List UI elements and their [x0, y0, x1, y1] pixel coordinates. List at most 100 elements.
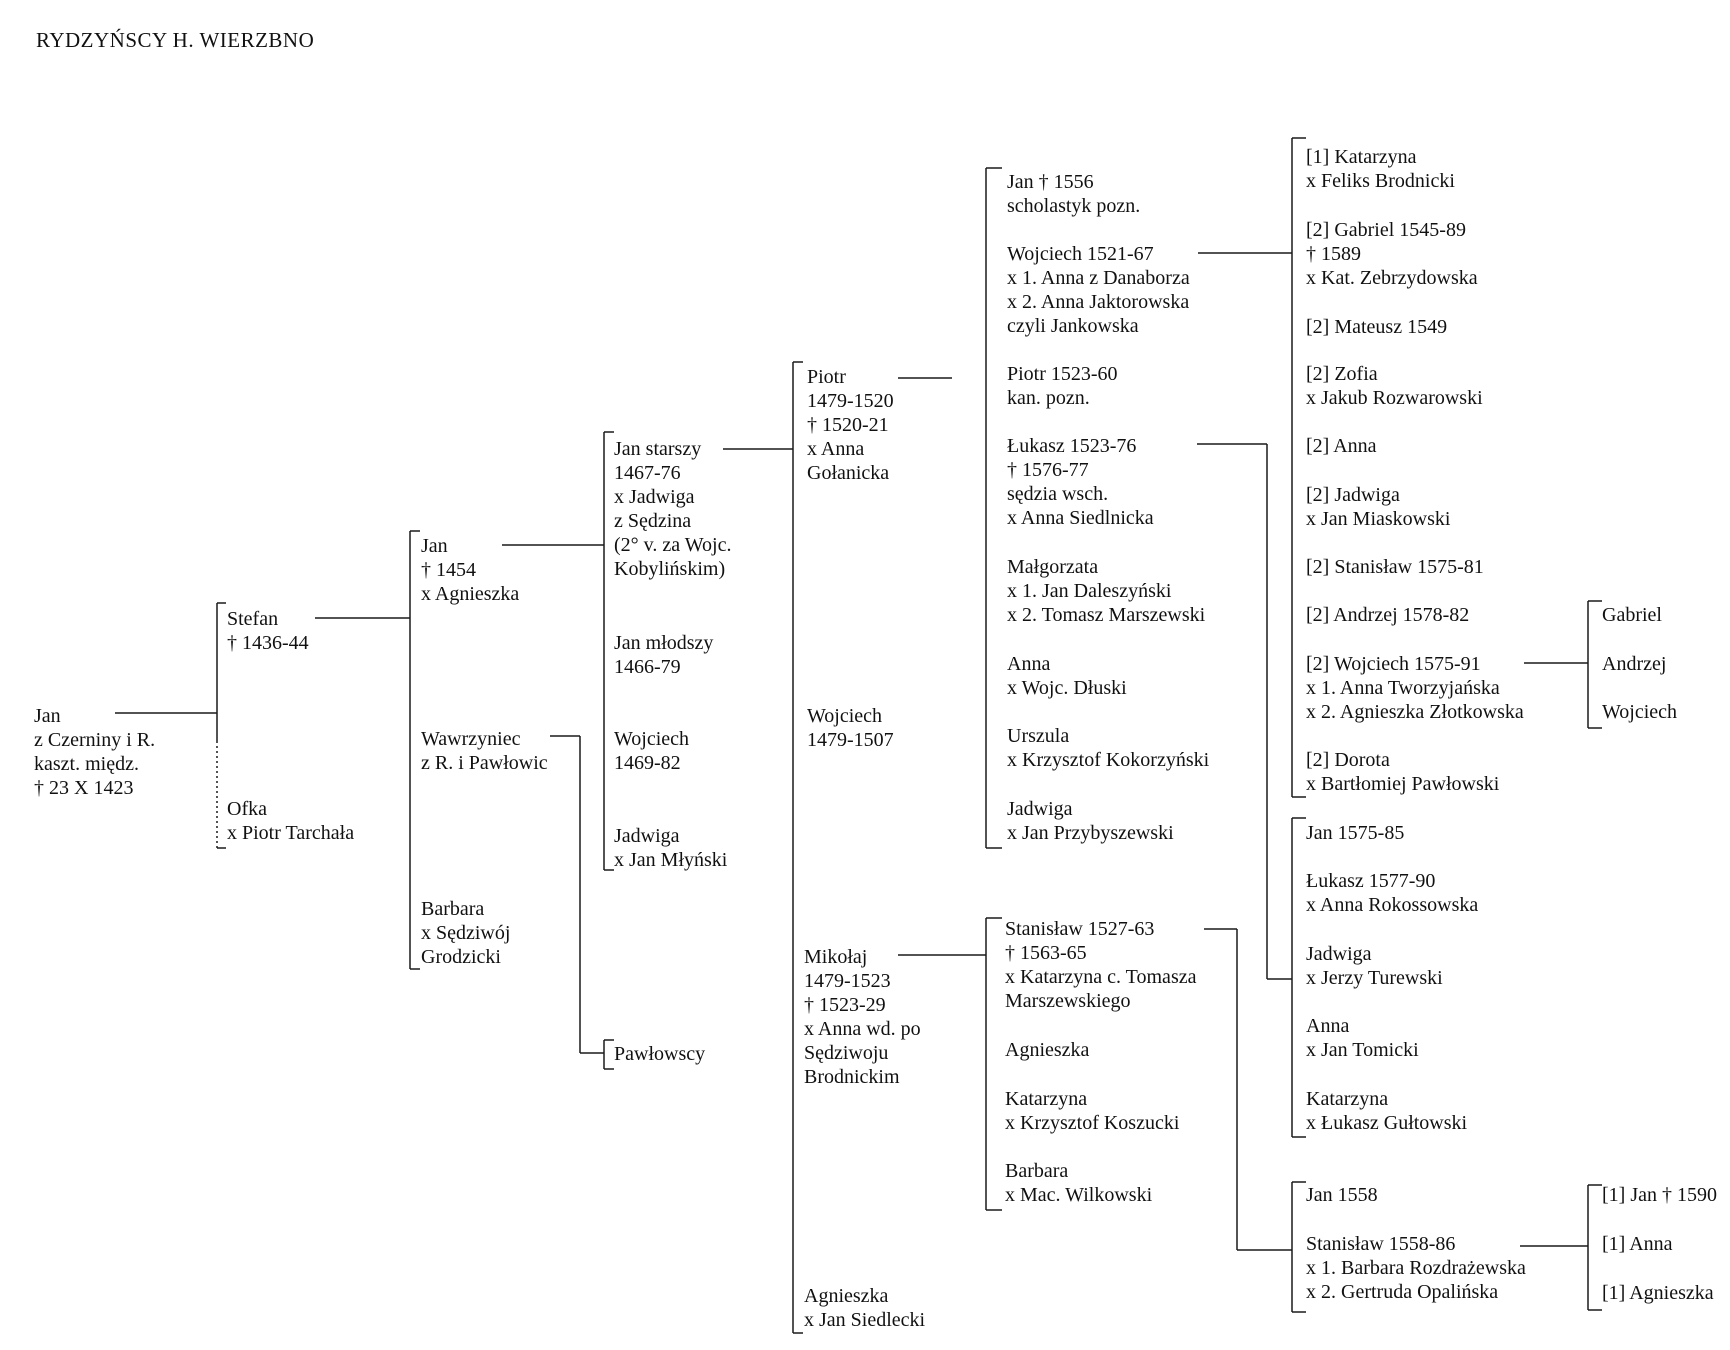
person-line: † 1436-44 — [227, 632, 309, 654]
person-line: 1469-82 — [614, 752, 681, 774]
person-line: z R. i Pawłowic — [421, 752, 548, 774]
person-agnieszka-m: Agnieszka — [1005, 1038, 1089, 1062]
person-line: z Sędzina — [614, 510, 692, 532]
person-line: [2] Jadwiga — [1306, 484, 1400, 506]
person-jan-mlodszy: Jan młodszy 1466-79 — [614, 631, 713, 679]
person-line: † 1523-29 — [804, 994, 886, 1016]
person-line: x Jerzy Turewski — [1306, 967, 1443, 989]
person-s-jan: Jan 1558 — [1306, 1183, 1378, 1207]
person-g-zofia: [2] Zofia x Jakub Rozwarowski — [1306, 362, 1483, 410]
person-line: 1466-79 — [614, 656, 681, 678]
person-agnieszka-siedlecki: Agnieszka x Jan Siedlecki — [804, 1284, 925, 1332]
person-line: Pawłowscy — [614, 1043, 706, 1065]
person-st-jan: [1] Jan † 1590 — [1602, 1183, 1717, 1207]
person-g-stanislaw: [2] Stanisław 1575-81 — [1306, 555, 1484, 579]
person-line: Anna — [1007, 653, 1051, 675]
person-line: [2] Wojciech 1575-91 — [1306, 653, 1481, 675]
person-line: Jan 1575-85 — [1306, 822, 1405, 844]
person-wojciech-1521: Wojciech 1521-67 x 1. Anna z Danaborza x… — [1007, 242, 1190, 338]
person-anna-dluski: Anna x Wojc. Dłuski — [1007, 652, 1127, 700]
person-line: x Agnieszka — [421, 583, 520, 605]
person-line: Stanisław 1558-86 — [1306, 1233, 1456, 1255]
person-jan-1454: Jan † 1454 x Agnieszka — [421, 534, 519, 606]
person-line: † 1520-21 — [807, 414, 889, 436]
person-line: Wojciech 1521-67 — [1007, 243, 1154, 265]
person-line: Gołanicka — [807, 462, 890, 484]
person-line: x Jadwiga — [614, 486, 695, 508]
person-line: x Jan Siedlecki — [804, 1309, 926, 1331]
person-line: † 1589 — [1306, 243, 1361, 265]
person-line: Wawrzyniec — [421, 728, 521, 750]
person-st-agnieszka: [1] Agnieszka — [1602, 1281, 1714, 1305]
person-line: x Krzysztof Kokorzyński — [1007, 749, 1210, 771]
person-jadwiga-przybyszewski: Jadwiga x Jan Przybyszewski — [1007, 797, 1174, 845]
person-w-gabriel: Gabriel — [1602, 603, 1662, 627]
person-line: kaszt. międz. — [34, 753, 139, 775]
page-title: RYDZYŃSCY H. WIERZBNO — [36, 28, 315, 52]
person-line: x Jakub Rozwarowski — [1306, 387, 1483, 409]
person-line: [1] Jan † 1590 — [1602, 1184, 1717, 1206]
person-jadwiga-mlynski: Jadwiga x Jan Młyński — [614, 824, 727, 872]
person-line: Wojciech — [614, 728, 690, 750]
person-line: Urszula — [1007, 725, 1070, 747]
person-line: Małgorzata — [1007, 556, 1099, 578]
person-line: Ofka — [227, 798, 267, 820]
person-line: [2] Dorota — [1306, 749, 1390, 771]
person-line: Katarzyna — [1306, 1088, 1389, 1110]
person-line: Wojciech — [807, 705, 883, 727]
person-line: Brodnickim — [804, 1066, 900, 1088]
person-l-anna: Anna x Jan Tomicki — [1306, 1014, 1419, 1062]
person-wojciech-1469: Wojciech 1469-82 — [614, 727, 689, 775]
person-w-andrzej: Andrzej — [1602, 652, 1666, 676]
person-line: scholastyk pozn. — [1007, 195, 1141, 217]
person-line: x Anna Siedlnicka — [1007, 507, 1154, 529]
person-line: x Feliks Brodnicki — [1306, 170, 1455, 192]
person-l-katarzyna: Katarzyna x Łukasz Gułtowski — [1306, 1087, 1467, 1135]
person-piotr-1523: Piotr 1523-60 kan. pozn. — [1007, 362, 1118, 410]
person-l-jan: Jan 1575-85 — [1306, 821, 1404, 845]
person-line: x 2. Tomasz Marszewski — [1007, 604, 1206, 626]
person-barbara: Barbara x Sędziwój Grodzicki — [421, 897, 510, 969]
person-g-katarzyna: [1] Katarzyna x Feliks Brodnicki — [1306, 145, 1455, 193]
person-jan-1556: Jan † 1556 scholastyk pozn. — [1007, 170, 1140, 218]
person-line: † 1563-65 — [1005, 942, 1087, 964]
person-line: [2] Stanisław 1575-81 — [1306, 556, 1484, 578]
person-line: x Jan Przybyszewski — [1007, 822, 1174, 844]
person-line: Barbara — [1005, 1160, 1069, 1182]
person-katarzyna-koszucki: Katarzyna x Krzysztof Koszucki — [1005, 1087, 1179, 1135]
person-line: Wojciech — [1602, 701, 1678, 723]
person-wojciech-1479: Wojciech 1479-1507 — [807, 704, 894, 752]
person-g-andrzej: [2] Andrzej 1578-82 — [1306, 603, 1469, 627]
person-jan-root: Jan z Czerniny i R. kaszt. międz. † 23 X… — [34, 704, 155, 800]
person-line: [2] Zofia — [1306, 363, 1378, 385]
person-urszula: Urszula x Krzysztof Kokorzyński — [1007, 724, 1209, 772]
person-line: z Czerniny i R. — [34, 729, 156, 751]
person-line: sędzia wsch. — [1007, 483, 1109, 505]
person-line: Barbara — [421, 898, 485, 920]
person-line: x Piotr Tarchała — [227, 822, 355, 844]
person-line: x 2. Anna Jaktorowska — [1007, 291, 1190, 313]
person-line: x 2. Agnieszka Złotkowska — [1306, 701, 1524, 723]
person-line: Jadwiga — [1306, 943, 1372, 965]
person-wawrzyniec: Wawrzyniec z R. i Pawłowic — [421, 727, 548, 775]
person-g-gabriel: [2] Gabriel 1545-89 † 1589 x Kat. Zebrzy… — [1306, 218, 1478, 290]
family-pawlowscy: Pawłowscy — [614, 1042, 705, 1066]
person-line: [1] Agnieszka — [1602, 1282, 1714, 1304]
person-g-mateusz: [2] Mateusz 1549 — [1306, 315, 1447, 339]
person-lukasz-1523: Łukasz 1523-76 † 1576-77 sędzia wsch. x … — [1007, 434, 1154, 530]
person-line: x Mac. Wilkowski — [1005, 1184, 1153, 1206]
person-line: Jan † 1556 — [1007, 171, 1094, 193]
person-line: Piotr 1523-60 — [1007, 363, 1118, 385]
person-g-wojciech: [2] Wojciech 1575-91 x 1. Anna Tworzyjań… — [1306, 652, 1524, 724]
person-line: Anna — [1306, 1015, 1350, 1037]
person-line: Grodzicki — [421, 946, 501, 968]
person-line: x Jan Młyński — [614, 849, 728, 871]
person-line: [2] Andrzej 1578-82 — [1306, 604, 1470, 626]
person-g-jadwiga: [2] Jadwiga x Jan Miaskowski — [1306, 483, 1450, 531]
person-line: (2° v. za Wojc. — [614, 534, 732, 556]
person-g-anna: [2] Anna — [1306, 434, 1377, 458]
person-line: czyli Jankowska — [1007, 315, 1139, 337]
person-line: Jan 1558 — [1306, 1184, 1378, 1206]
